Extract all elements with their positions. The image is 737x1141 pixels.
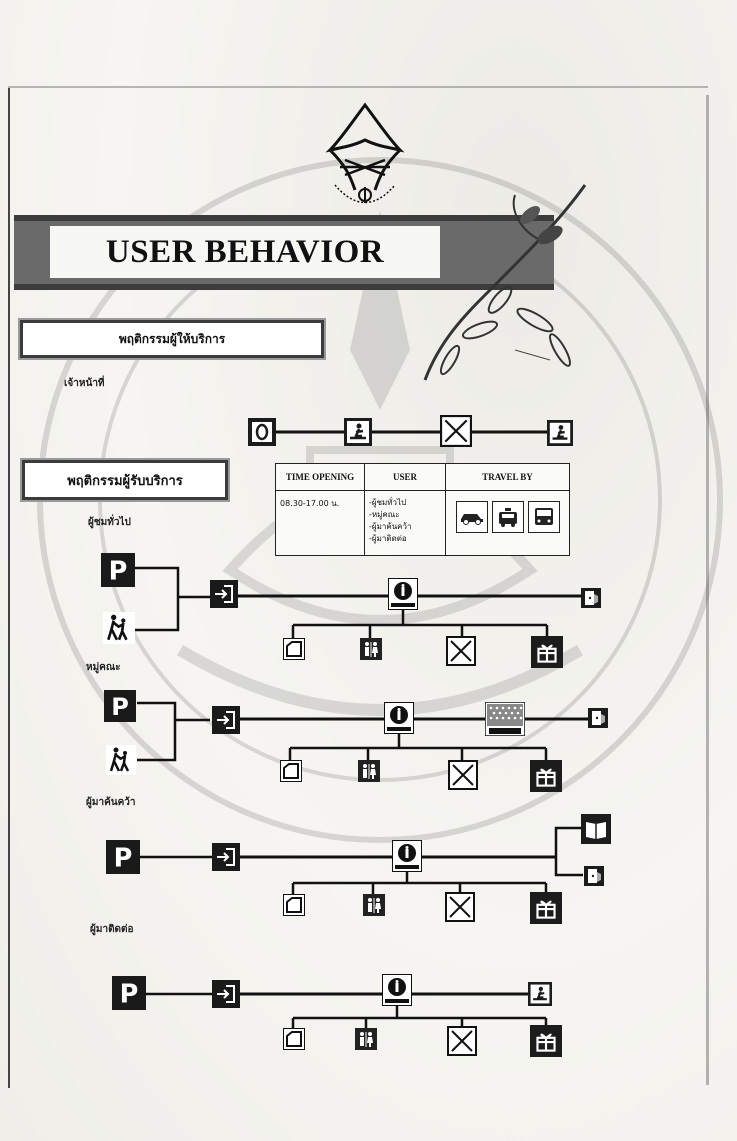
user-item: -หมู่คณะ [369,510,400,519]
table-header-user: USER [364,463,446,491]
parking-icon [106,840,140,874]
souvenir-shop-icon [283,1028,305,1050]
car-icon [455,501,488,533]
entrance-icon [212,706,240,734]
information-icon [392,840,422,872]
staff-behavior-label: พฤติกรรมผู้ให้บริการ [20,320,324,358]
orchid-branch-illustration [423,184,587,381]
university-logo [325,102,405,204]
office-icon [248,418,276,446]
parking-icon [104,690,136,722]
information-icon [384,702,414,734]
flow-groups [104,690,608,792]
flow-general-visitors [101,553,601,668]
information-icon [388,578,418,610]
user-item: -ผู้มาค้นคว้า [369,522,412,531]
table-header-time: TIME OPENING [275,463,365,491]
group-label-contacts: ผู้มาติดต่อ [90,924,134,935]
auditorium-icon [485,702,525,736]
table-cell-time: 08.30-17.00 น. [275,490,365,556]
exhibition-hall-icon [446,636,476,666]
parking-icon [101,553,135,587]
toilet-icon [355,1028,377,1050]
flow-researchers [106,814,611,924]
group-label-general: ผู้ชมทั่วไป [88,517,131,528]
flow-contacts [112,974,562,1057]
staff-behavior-text: พฤติกรรมผู้ให้บริการ [118,331,226,346]
gift-shop-icon [530,892,562,924]
library-icon [581,814,611,844]
title-box: USER BEHAVIOR [50,226,440,278]
exhibition-hall-icon [448,760,478,790]
exhibition-hall-icon [440,415,472,447]
table-cell-travel [446,491,570,556]
taxi-icon [491,501,524,533]
visitor-behavior-text: พฤติกรรมผู้รับบริการ [67,473,183,489]
gift-shop-icon [530,760,562,792]
page-title: USER BEHAVIOR [105,233,385,270]
page-border-right [706,95,709,1085]
gift-shop-icon [530,1025,562,1057]
pedestrian-icon [106,745,136,775]
gift-shop-icon [531,636,563,668]
entrance-icon [212,843,240,871]
toilet-icon [360,638,382,660]
toilet-icon [363,894,385,916]
information-icon [382,974,412,1006]
user-item: -ผู้มาติดต่อ [369,534,407,543]
staff-sublabel: เจ้าหน้าที่ [64,378,105,389]
university-seal-watermark [37,157,723,843]
visitor-behavior-label: พฤติกรรมผู้รับบริการ [22,460,228,500]
entrance-icon [212,980,240,1008]
toilet-icon [358,760,380,782]
entrance-icon [210,580,238,608]
exit-icon [588,708,608,728]
exhibition-hall-icon [447,1026,477,1056]
pedestrian-icon [103,612,135,644]
exit-icon [584,866,604,886]
table-cell-users: -ผู้ชมทั่วไป -หมู่คณะ -ผู้มาค้นคว้า -ผู้… [364,490,446,556]
exhibition-hall-icon [445,892,475,922]
souvenir-shop-icon [280,760,302,782]
bus-icon [527,501,560,533]
page-border-top [8,86,708,88]
staff-desk-icon [547,420,573,446]
group-label-researchers: ผู้มาค้นคว้า [86,797,136,808]
table-header-travel: TRAVEL BY [445,463,570,491]
staff-desk-icon [344,418,372,446]
group-label-groups: หมู่คณะ [86,662,121,673]
page-border-left [8,88,10,1088]
user-item: -ผู้ชมทั่วไป [369,498,407,507]
souvenir-shop-icon [283,894,305,916]
staff-flow [248,415,573,447]
souvenir-shop-icon [283,638,305,660]
info-table: TIME OPENING USER TRAVEL BY 08.30-17.00 … [275,463,570,556]
staff-desk-icon [528,982,552,1006]
exit-icon [581,588,601,608]
parking-icon [112,976,146,1010]
